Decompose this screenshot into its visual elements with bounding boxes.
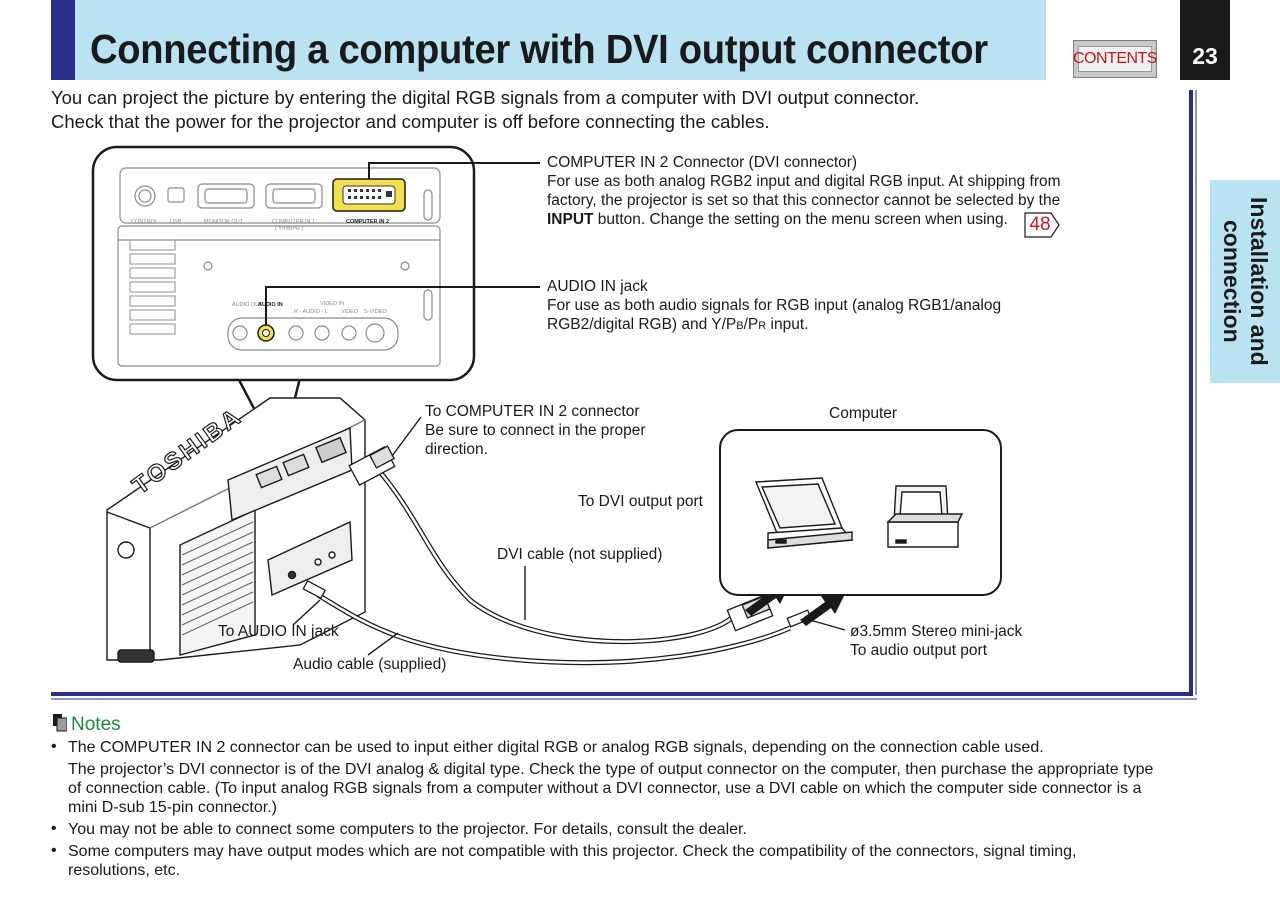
projector-drawing	[106, 397, 366, 663]
panel-labels: CONTROL USB MONITOR OUT COMPUTER IN 1 ( …	[131, 219, 389, 315]
audio-line3-sub-r: R	[758, 320, 767, 332]
contents-button[interactable]: CONTENTS	[1073, 40, 1158, 78]
audio-line3-sub-b: B	[736, 320, 744, 332]
page-reference-number: 48	[1029, 214, 1051, 235]
dvi-callout-line4: INPUT button. Change the setting on the …	[547, 210, 1008, 230]
note-1-line-1: The COMPUTER IN 2 connector can be used …	[68, 739, 1044, 756]
note-bullet-1: •	[51, 738, 57, 755]
computer-label: Computer	[829, 405, 898, 422]
audio-cable-label: Audio cable (supplied)	[293, 656, 447, 673]
laptop-drawing	[754, 477, 854, 549]
intro-line-2: Check that the power for the projector a…	[51, 111, 770, 132]
computer-box	[719, 429, 1002, 596]
dvi-callout-line2: For use as both analog RGB2 input and di…	[547, 173, 1061, 190]
section-divider-light	[51, 698, 1197, 700]
page-reference-link[interactable]: 48	[1024, 212, 1060, 238]
note-bullet-3: •	[51, 842, 57, 859]
rear-panel-drawing	[117, 167, 441, 367]
desktop-drawing	[886, 485, 964, 548]
page-reference-arrow-icon	[1024, 212, 1060, 238]
note-3-line-1: Some computers may have output modes whi…	[68, 843, 1077, 860]
mini-jack-line2: To audio output port	[850, 642, 988, 659]
audio-cable	[316, 592, 792, 666]
to-computer-in2-line3: direction.	[425, 441, 488, 458]
to-dvi-output-label: To DVI output port	[578, 493, 703, 510]
page-number-box	[1180, 0, 1230, 80]
audio-line3-c: /P	[743, 316, 759, 333]
label-audio-in: AUDIO IN	[258, 302, 283, 308]
note-1-line-3: of connection cable. (To input analog RG…	[68, 780, 1142, 797]
dvi-plug-projector	[348, 445, 396, 486]
dvi-callout-title: COMPUTER IN 2 Connector (DVI connector)	[547, 154, 858, 171]
notes-icon	[53, 714, 67, 732]
label-monitor-out: MONITOR OUT	[204, 219, 244, 225]
label-computer-in1: COMPUTER IN 1	[272, 219, 315, 225]
audio-callout-line3: RGB2/digital RGB) and Y/PB/PR input.	[547, 315, 808, 337]
label-s-video: S-VIDEO	[364, 309, 387, 315]
label-computer-in1-sub: ( Y/PB/PR )	[275, 226, 303, 232]
dvi-callout-line4-rest: button. Change the setting on the menu s…	[593, 211, 1008, 228]
to-audio-in-label: To AUDIO IN jack	[218, 623, 339, 640]
note-2-line-1: You may not be able to connect some comp…	[68, 821, 747, 838]
contents-button-label: CONTENTS	[1073, 46, 1158, 72]
title-band	[51, 0, 1046, 80]
note-1-line-4: mini D-sub 15-pin connector.)	[68, 799, 277, 816]
input-button-label: INPUT	[547, 211, 594, 228]
label-computer-in2: COMPUTER IN 2	[346, 219, 389, 225]
label-control: CONTROL	[131, 219, 158, 225]
audio-callout-line2: For use as both audio signals for RGB in…	[547, 297, 1002, 314]
side-tab-label: Installation and connection	[1219, 197, 1272, 366]
label-usb: USB	[170, 219, 182, 225]
notes-heading: Notes	[71, 714, 121, 735]
page-title: Connecting a computer with DVI output co…	[90, 26, 988, 72]
audio-line3-e: input.	[766, 316, 809, 333]
note-1-line-2: The projector’s DVI connector is of the …	[68, 761, 1154, 778]
intro-line-1: You can project the picture by entering …	[51, 87, 920, 108]
audio-line3-a: RGB2/digital RGB) and Y/P	[547, 316, 737, 333]
dvi-callout-line3: factory, the projector is set so that th…	[547, 192, 1061, 209]
leader-audio	[265, 286, 540, 325]
label-audio-out: AUDIO OUT	[232, 302, 263, 308]
page-number: 23	[1192, 43, 1218, 69]
to-computer-in2-line1: To COMPUTER IN 2 connector	[425, 403, 640, 420]
audio-callout-title: AUDIO IN jack	[547, 278, 648, 295]
note-3-line-2: resolutions, etc.	[68, 862, 181, 879]
section-divider	[51, 692, 1193, 696]
label-video-in: VIDEO IN	[320, 301, 344, 307]
note-bullet-2: •	[51, 820, 57, 837]
right-rule	[1189, 90, 1193, 695]
title-stripe	[51, 0, 75, 80]
caption-pointers	[292, 416, 846, 656]
dvi-cable-label: DVI cable (not supplied)	[497, 546, 663, 563]
label-r-audio-l: R - AUDIO - L	[294, 309, 328, 315]
label-video: VIDEO	[341, 309, 359, 315]
mini-jack-line1: ø3.5mm Stereo mini-jack	[850, 623, 1023, 640]
side-tab[interactable]	[1210, 180, 1280, 383]
leader-dvi	[368, 162, 540, 179]
to-computer-in2-line2: Be sure to connect in the proper	[425, 422, 646, 439]
right-rule-light	[1195, 90, 1197, 695]
